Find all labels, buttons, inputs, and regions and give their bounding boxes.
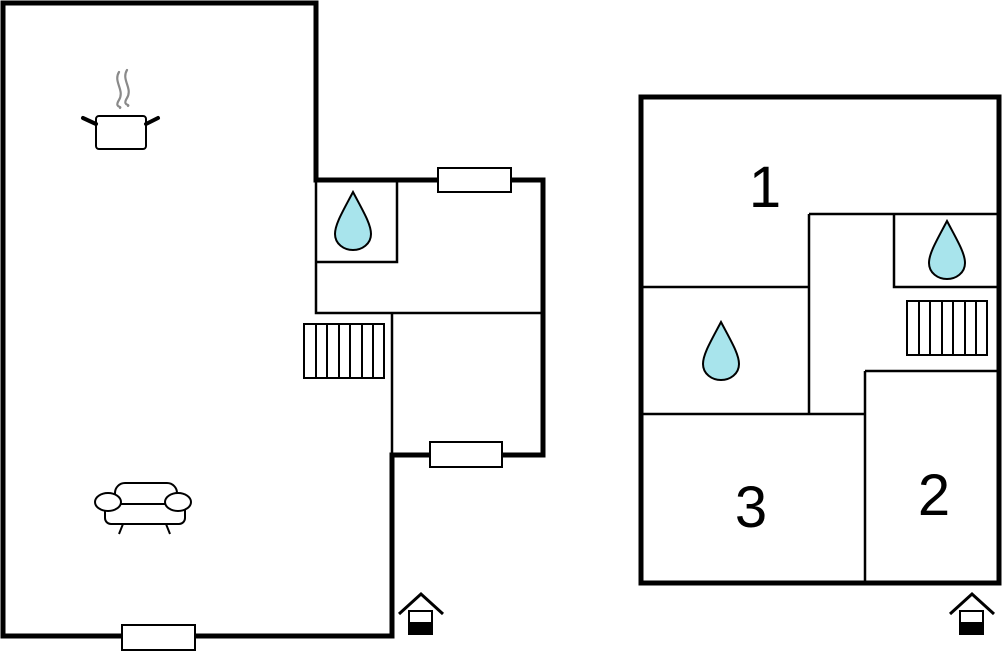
steam-icon [116, 68, 130, 110]
entrance-house-icon [397, 591, 445, 635]
ground-floor-outer-wall [0, 0, 546, 639]
window [121, 624, 196, 651]
ground-floor [0, 0, 546, 651]
cooking-pot-icon [81, 68, 160, 150]
stairs-icon [303, 323, 385, 379]
entrance-house-icon [948, 591, 996, 635]
upper-floor: 1 3 2 [638, 94, 1002, 635]
room-number-2: 2 [918, 463, 950, 528]
window [429, 441, 503, 468]
room-number-3: 3 [735, 475, 767, 540]
water-drop-icon [927, 218, 967, 281]
upper-floor-outer-wall [638, 94, 1002, 586]
water-drop-icon [333, 189, 373, 252]
ground-floor-partitions [314, 180, 543, 455]
stairs-icon [906, 300, 988, 356]
room-number-1: 1 [749, 155, 781, 220]
sofa-icon [94, 482, 192, 535]
window [437, 167, 512, 193]
water-drop-icon [701, 319, 741, 382]
upper-floor-partitions [641, 212, 999, 583]
